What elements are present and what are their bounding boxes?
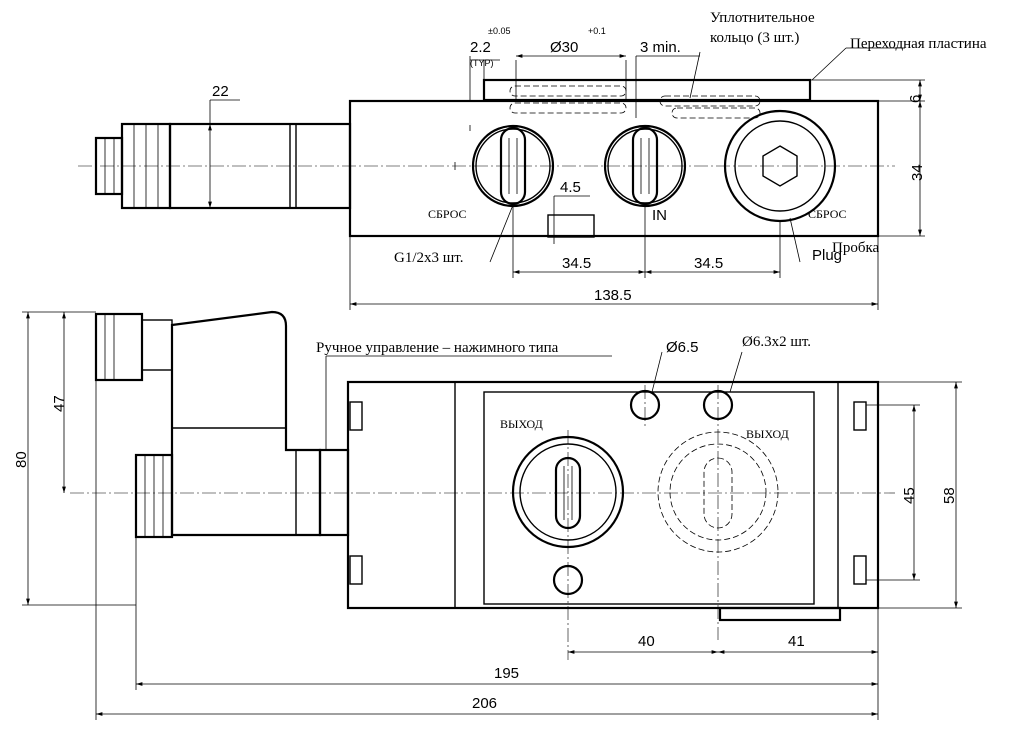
outlet-left-label: ВЫХОД (500, 417, 543, 431)
labels: Уплотнительное кольцо (3 шт.) Переходная… (13, 10, 987, 712)
bottom-view (22, 310, 962, 720)
in-port-label: IN (652, 207, 667, 224)
dim-34-5-a: 34.5 (562, 255, 591, 272)
plug-hex (762, 145, 798, 187)
dim-40: 40 (638, 633, 655, 650)
dim-22: 22 (212, 83, 229, 100)
dim-d30: Ø30 (550, 39, 578, 56)
thread-label: G1/2x3 шт. (394, 250, 463, 266)
adapter-plate-label: Переходная пластина (850, 36, 987, 52)
plug-circle (723, 109, 837, 223)
reset-right-label: СБРОС (808, 207, 847, 221)
dim-138-5: 138.5 (594, 287, 632, 304)
top-view (78, 47, 925, 310)
seal-ring-label-1: Уплотнительное (710, 10, 815, 26)
reset-left-label: СБРОС (428, 207, 467, 221)
holes-d63-label: Ø6.3x2 шт. (742, 334, 811, 350)
dim-206: 206 (472, 695, 497, 712)
plug-ru-label: Пробка (832, 240, 880, 256)
dim-3min: 3 min. (640, 39, 681, 56)
dim-6: 6 (907, 95, 924, 103)
dim-2-2: 2.2 (470, 39, 491, 56)
dim-4-5: 4.5 (560, 179, 581, 196)
dim-195: 195 (494, 665, 519, 682)
tol-005: ±0.05 (488, 26, 510, 36)
dim-47: 47 (51, 395, 68, 412)
hole-d65-label: Ø6.5 (666, 339, 699, 356)
dim-80: 80 (13, 451, 30, 468)
dim-34-5-b: 34.5 (694, 255, 723, 272)
dim-34: 34 (909, 164, 926, 181)
tol-01: +0.1 (588, 26, 606, 36)
adapter-plate (482, 78, 812, 102)
manual-override-label: Ручное управление – нажимного типа (316, 340, 559, 356)
plug-en-label: Plug (812, 247, 842, 264)
dim-45: 45 (901, 487, 918, 504)
seal-ring-label-2: кольцо (3 шт.) (710, 30, 799, 46)
solenoid-coil (170, 310, 322, 537)
dim-41: 41 (788, 633, 805, 650)
dim-typ: (TYP) (470, 58, 494, 68)
outlet-right-label: ВЫХОД (746, 427, 789, 441)
valve-body-bottom (346, 380, 880, 610)
dim-58: 58 (941, 487, 958, 504)
